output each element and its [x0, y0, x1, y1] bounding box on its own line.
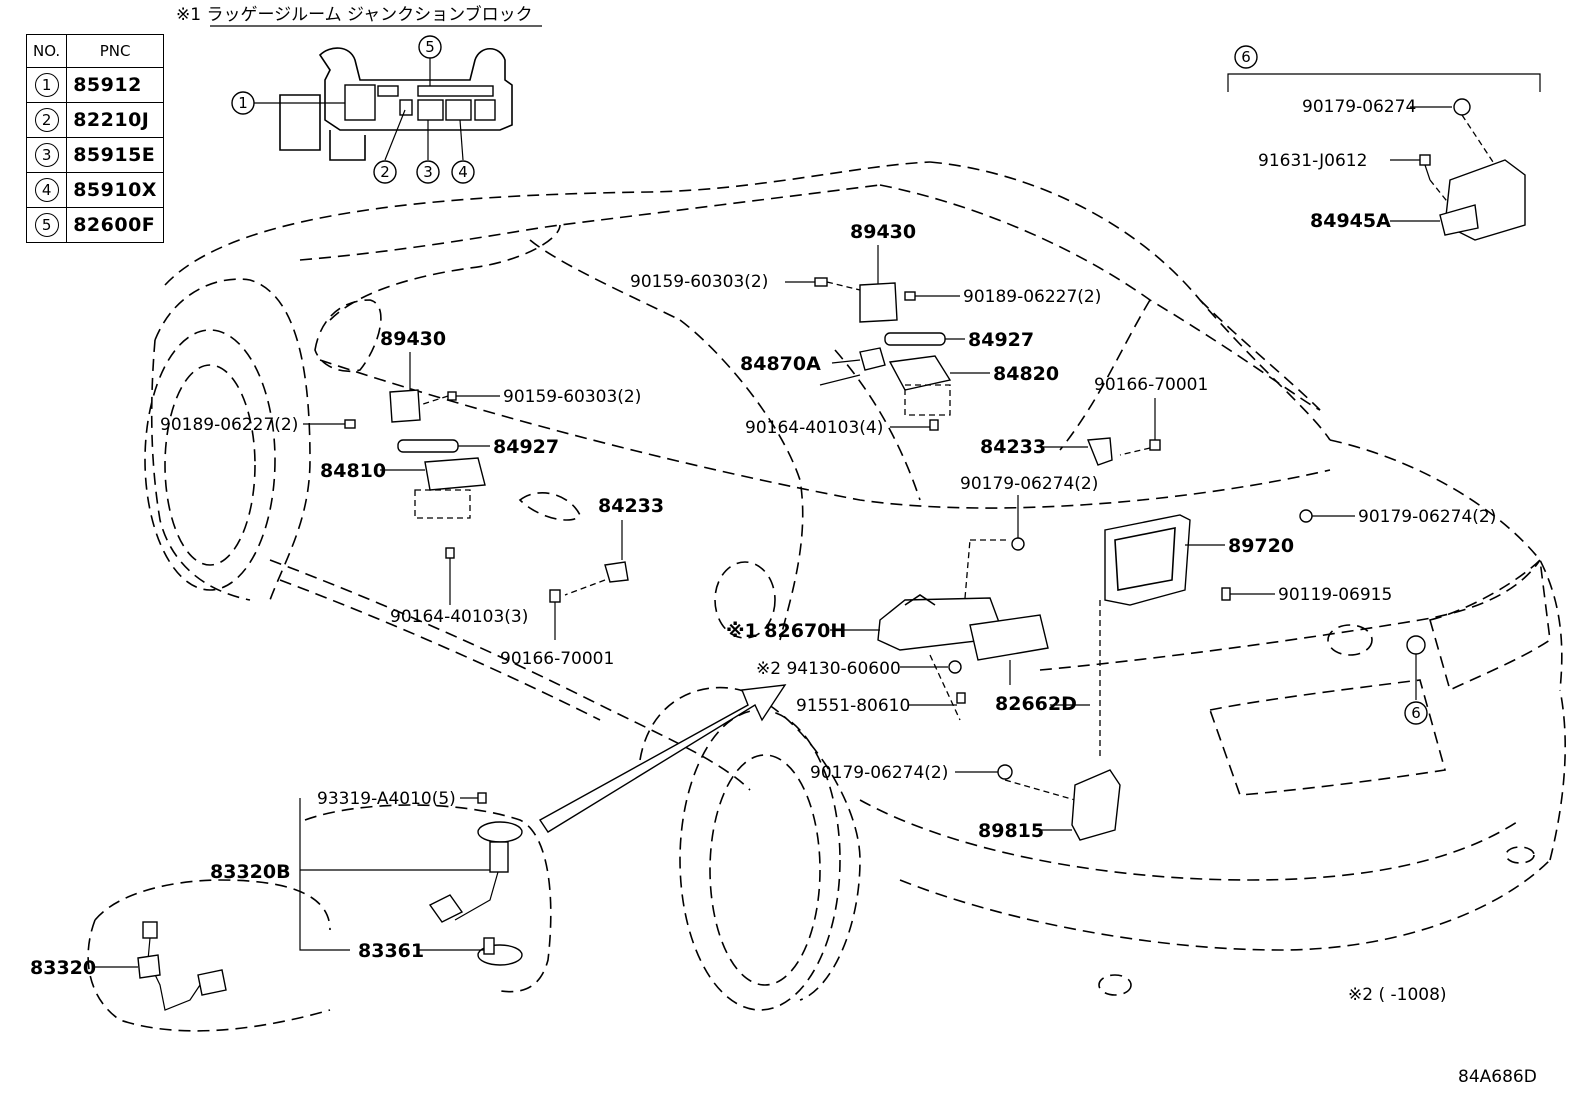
row-pnc: 82210J: [66, 102, 164, 138]
label-90159-60303-left: 90159-60303(2): [503, 387, 641, 407]
label-84927-left: 84927: [493, 436, 559, 458]
label-90119-06915: 90119-06915: [1278, 585, 1392, 605]
car-body-outline: [144, 161, 1567, 1011]
row-number: 5: [34, 213, 59, 237]
label-93319-a4010: 93319-A4010(5): [317, 789, 456, 809]
label-84233-right: 84233: [980, 436, 1046, 458]
row-pnc: 82600F: [66, 207, 164, 243]
header-no: NO.: [25, 34, 68, 68]
label-90179-06274-low: 90179-06274(2): [810, 763, 948, 783]
label-84927-center: 84927: [968, 329, 1034, 351]
label-91631-j0612: 91631-J0612: [1258, 151, 1367, 171]
label-90159-60303-center: 90159-60303(2): [630, 272, 768, 292]
label-83320: 83320: [30, 957, 96, 979]
drawing-code: 84A686D: [1458, 1067, 1537, 1087]
label-89430-left: 89430: [380, 328, 446, 350]
pnc-table: NO. PNC 1 85912 2 82210J 3 85915E 4 8591…: [25, 34, 164, 243]
row-number: 1: [34, 73, 59, 97]
header-pnc: PNC: [66, 34, 164, 68]
label-90166-70001-right: 90166-70001: [1094, 375, 1208, 395]
table-row: 5 82600F: [25, 207, 164, 243]
label-89815: 89815: [978, 820, 1044, 842]
label-90179-06274-top: 90179-06274: [1302, 97, 1416, 117]
callout-5: 5: [425, 38, 435, 56]
label-94130-60600: ※2 94130-60600: [756, 659, 901, 679]
callout-6: 6: [1241, 48, 1251, 66]
label-83361: 83361: [358, 940, 424, 962]
table-row: 4 85910X: [25, 172, 164, 208]
label-89430-center: 89430: [850, 221, 916, 243]
center-parts: 89430 90159-60303(2) 90189-06227(2) 8492…: [630, 221, 1101, 438]
trunk-parts: ※1 82670H 82662D ※2 94130-60600 91551-80…: [538, 539, 1121, 842]
callout-4: 4: [458, 163, 468, 181]
row-pnc: 85910X: [66, 172, 164, 208]
label-84810: 84810: [320, 460, 386, 482]
label-89720: 89720: [1228, 535, 1294, 557]
group-6-bracket: 6 90179-06274 91631-J0612 84945A: [1227, 45, 1541, 241]
fuel-parts: 93319-A4010(5) 83320B 83361 83320: [30, 789, 552, 1032]
label-90164-40103-3: 90164-40103(3): [390, 607, 528, 627]
label-90189-06227-left: 90189-06227(2): [160, 415, 298, 435]
label-90166-70001-left: 90166-70001: [500, 649, 614, 669]
label-84820: 84820: [993, 363, 1059, 385]
label-84945a: 84945A: [1310, 210, 1391, 232]
pnc-table-header: NO. PNC: [25, 34, 164, 68]
label-83320b: 83320B: [210, 861, 291, 883]
footnote: ※2 ( -1008): [1348, 985, 1447, 1005]
table-row: 2 82210J: [25, 102, 164, 138]
row-number: 3: [34, 143, 59, 167]
row-number: 4: [34, 178, 59, 202]
row-number: 2: [34, 108, 59, 132]
label-91551-80610: 91551-80610: [796, 696, 910, 716]
callout-6-bottom: 6: [1411, 704, 1421, 722]
callout-2: 2: [380, 163, 390, 181]
label-82662d: 82662D: [995, 693, 1077, 715]
label-82670h: ※1 82670H: [726, 620, 846, 642]
junction-block-inset: ※1 ラッゲージルーム ジャンクションブロック 1 2 3 4 5: [176, 4, 542, 184]
callout-1: 1: [238, 94, 248, 112]
table-row: 3 85915E: [25, 137, 164, 173]
label-84870a: 84870A: [740, 353, 821, 375]
label-90179-06274-mid: 90179-06274(2): [960, 474, 1098, 494]
inset-title: ※1 ラッゲージルーム ジャンクションブロック: [176, 4, 533, 25]
label-84233-left: 84233: [598, 495, 664, 517]
label-90179-06274-right: 90179-06274(2): [1358, 507, 1496, 527]
right-parts: 90166-70001 84233 90179-06274(2) 90179-0…: [960, 375, 1496, 760]
callout-3: 3: [423, 163, 433, 181]
label-90189-06227-center: 90189-06227(2): [963, 287, 1101, 307]
label-90164-40103-4: 90164-40103(4): [745, 418, 883, 438]
left-door-parts: 89430 90159-60303(2) 90189-06227(2) 8492…: [160, 328, 664, 669]
